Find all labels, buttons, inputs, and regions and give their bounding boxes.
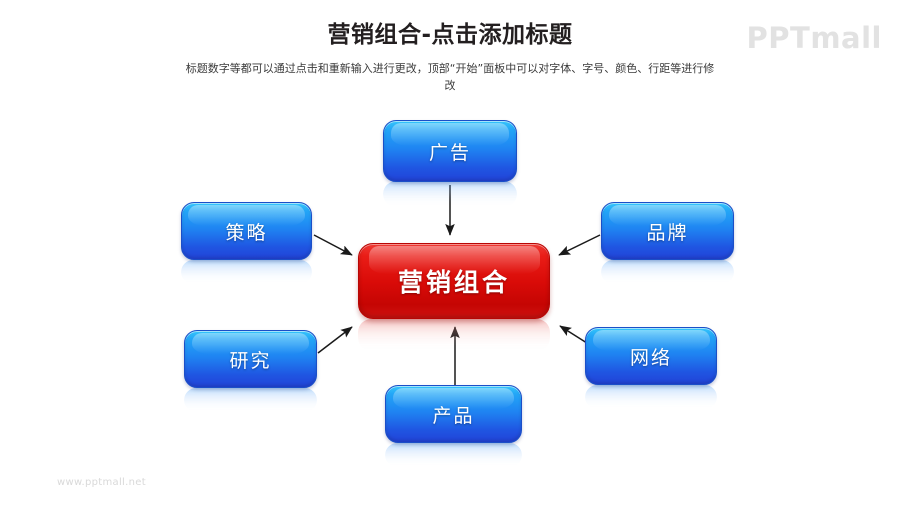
spoke-node-research[interactable]: 研究: [184, 330, 317, 388]
diagram-connectors: [313, 185, 601, 387]
spoke-node-strategy[interactable]: 策略: [181, 202, 312, 260]
hub-node-marketing-mix[interactable]: 营销组合: [358, 243, 550, 319]
connector-research-to-hub: [317, 326, 353, 354]
spoke-label-product: 产品: [432, 404, 475, 427]
spoke-node-product[interactable]: 产品: [385, 385, 522, 443]
spoke-node-network[interactable]: 网络: [585, 327, 717, 385]
connector-brand-to-hub: [558, 234, 601, 256]
spoke-label-advertising: 广告: [428, 141, 471, 164]
page-title[interactable]: 营销组合-点击添加标题: [327, 22, 573, 48]
spoke-node-brand[interactable]: 品牌: [601, 202, 734, 260]
hub-label-marketing-mix: 营销组合: [397, 268, 510, 297]
footer-watermark-url: www.pptmall.net: [57, 477, 146, 488]
spoke-label-network: 网络: [629, 346, 672, 369]
marketing-mix-diagram: 广告 策略 品牌 研究 网络 产品 营销组合: [0, 95, 900, 475]
spoke-label-strategy: 策略: [225, 221, 268, 244]
spoke-node-advertising[interactable]: 广告: [383, 120, 517, 182]
connector-strategy-to-hub: [313, 234, 353, 256]
page-subtitle[interactable]: 标题数字等都可以通过点击和重新输入进行更改，顶部“开始”面板中可以对字体、字号、…: [185, 62, 715, 92]
pptmall-logo: PPTmall: [746, 21, 882, 55]
spoke-label-research: 研究: [229, 349, 272, 372]
spoke-label-brand: 品牌: [646, 221, 689, 244]
